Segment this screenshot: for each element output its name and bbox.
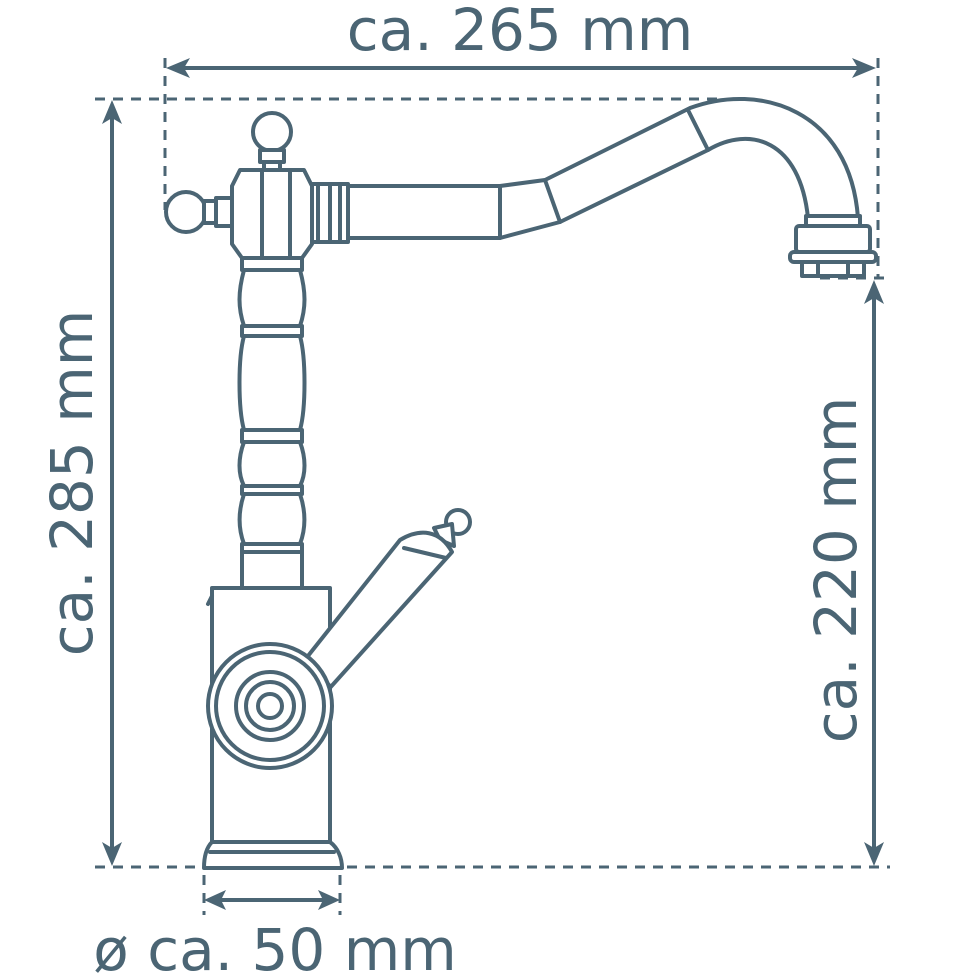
width-label: ca. 265 mm: [347, 0, 693, 64]
column-segment: [237, 440, 307, 488]
head-body: [230, 168, 314, 260]
cap-rim: [214, 650, 326, 762]
handle-band: [402, 546, 448, 560]
total-height-dimension: ca. 285 mm: [38, 100, 122, 866]
cartridge-cap: [206, 642, 334, 770]
handle-grip: [298, 530, 454, 692]
arrow-right-icon: [852, 58, 876, 78]
top-knob: [251, 111, 293, 172]
top-knob-ball: [251, 111, 293, 153]
column-bulb: [237, 492, 307, 546]
arrow-up-icon: [102, 100, 122, 124]
spout: [346, 96, 878, 278]
column-base: [240, 550, 304, 590]
column: [237, 256, 307, 590]
column-segment: [237, 334, 307, 432]
column-bulb: [237, 268, 307, 328]
arrow-left-icon: [204, 890, 226, 910]
arrow-down-icon: [102, 842, 122, 866]
side-knob-ball: [164, 190, 208, 234]
arrow-up-icon: [864, 280, 884, 304]
arrow-right-icon: [318, 890, 340, 910]
side-knob-stem: [214, 196, 234, 228]
head-block: [230, 168, 314, 260]
aerator-tip: [800, 260, 866, 278]
aerator-nut: [794, 224, 872, 254]
cap-center: [256, 692, 284, 720]
spout-body: [346, 96, 860, 240]
body-edge: [206, 594, 214, 606]
spout-height-label: ca. 220 mm: [802, 397, 870, 743]
base-diameter-label: ø ca. 50 mm: [93, 916, 456, 980]
faucet: [164, 96, 878, 870]
base-diameter-dimension: ø ca. 50 mm: [93, 890, 457, 980]
total-height-label: ca. 285 mm: [38, 310, 106, 656]
spout-joint: [543, 178, 562, 224]
arrow-down-icon: [864, 842, 884, 866]
arrow-left-icon: [166, 58, 190, 78]
width-dimension: ca. 265 mm: [166, 0, 876, 78]
cap-ring: [244, 680, 296, 732]
side-knob: [164, 190, 234, 234]
spout-height-dimension: ca. 220 mm: [802, 280, 884, 866]
base-flange: [202, 840, 344, 870]
spout-joint: [686, 108, 710, 152]
